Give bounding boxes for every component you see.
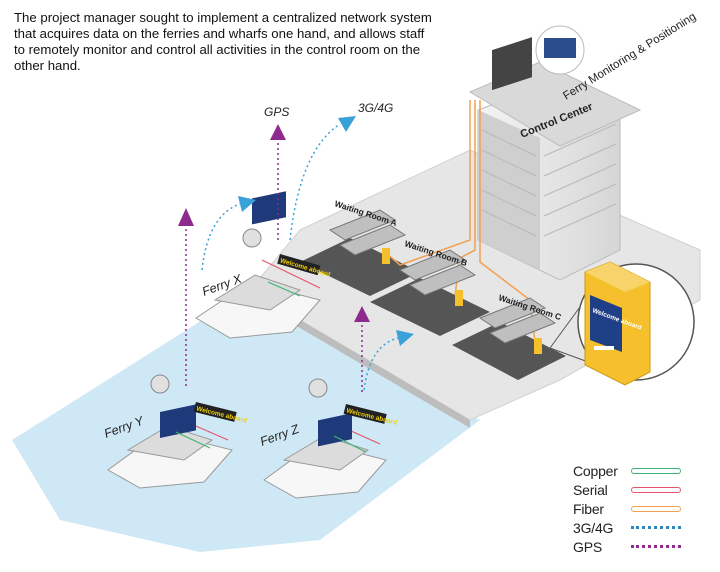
dock-c [452, 322, 566, 380]
legend-item-copper: Copper [573, 461, 713, 480]
legend-swatch-fiber [631, 505, 681, 512]
ferry-x [195, 191, 321, 339]
ferry-z [263, 378, 387, 499]
legend-swatch-cellular [631, 526, 681, 529]
legend-item-gps: GPS [573, 537, 713, 556]
gps-label: GPS [264, 105, 289, 119]
legend-swatch-copper [631, 467, 681, 474]
legend-label: Fiber [573, 500, 604, 517]
legend-swatch-gps [631, 545, 681, 548]
waiting-room-a [328, 209, 407, 264]
gps-links [185, 140, 363, 392]
cellular-links [201, 123, 399, 391]
control-center-building [468, 25, 642, 281]
cellular-label: 3G/4G [358, 101, 393, 115]
legend-item-fiber: Fiber [573, 499, 713, 518]
legend-item-cellular: 3G/4G [573, 518, 713, 537]
dock-b [370, 278, 490, 336]
dock-a [300, 238, 420, 296]
cellular-arrowheads [238, 116, 414, 346]
legend-label: 3G/4G [573, 519, 614, 536]
legend-item-serial: Serial [573, 480, 713, 499]
intro-paragraph: The project manager sought to implement … [14, 10, 432, 73]
ferry-y [107, 374, 233, 489]
legend-swatch-serial [631, 486, 681, 493]
kiosk-callout [549, 261, 695, 386]
legend-label: GPS [573, 538, 602, 555]
legend: Copper Serial Fiber 3G/4G GPS [573, 461, 713, 556]
pier-edge [250, 290, 470, 428]
gps-arrowheads [178, 124, 370, 322]
waiting-room-c [478, 297, 557, 354]
copper-links [175, 281, 367, 453]
legend-label: Serial [573, 481, 608, 498]
waiting-room-b [398, 249, 477, 306]
legend-label: Copper [573, 462, 618, 479]
